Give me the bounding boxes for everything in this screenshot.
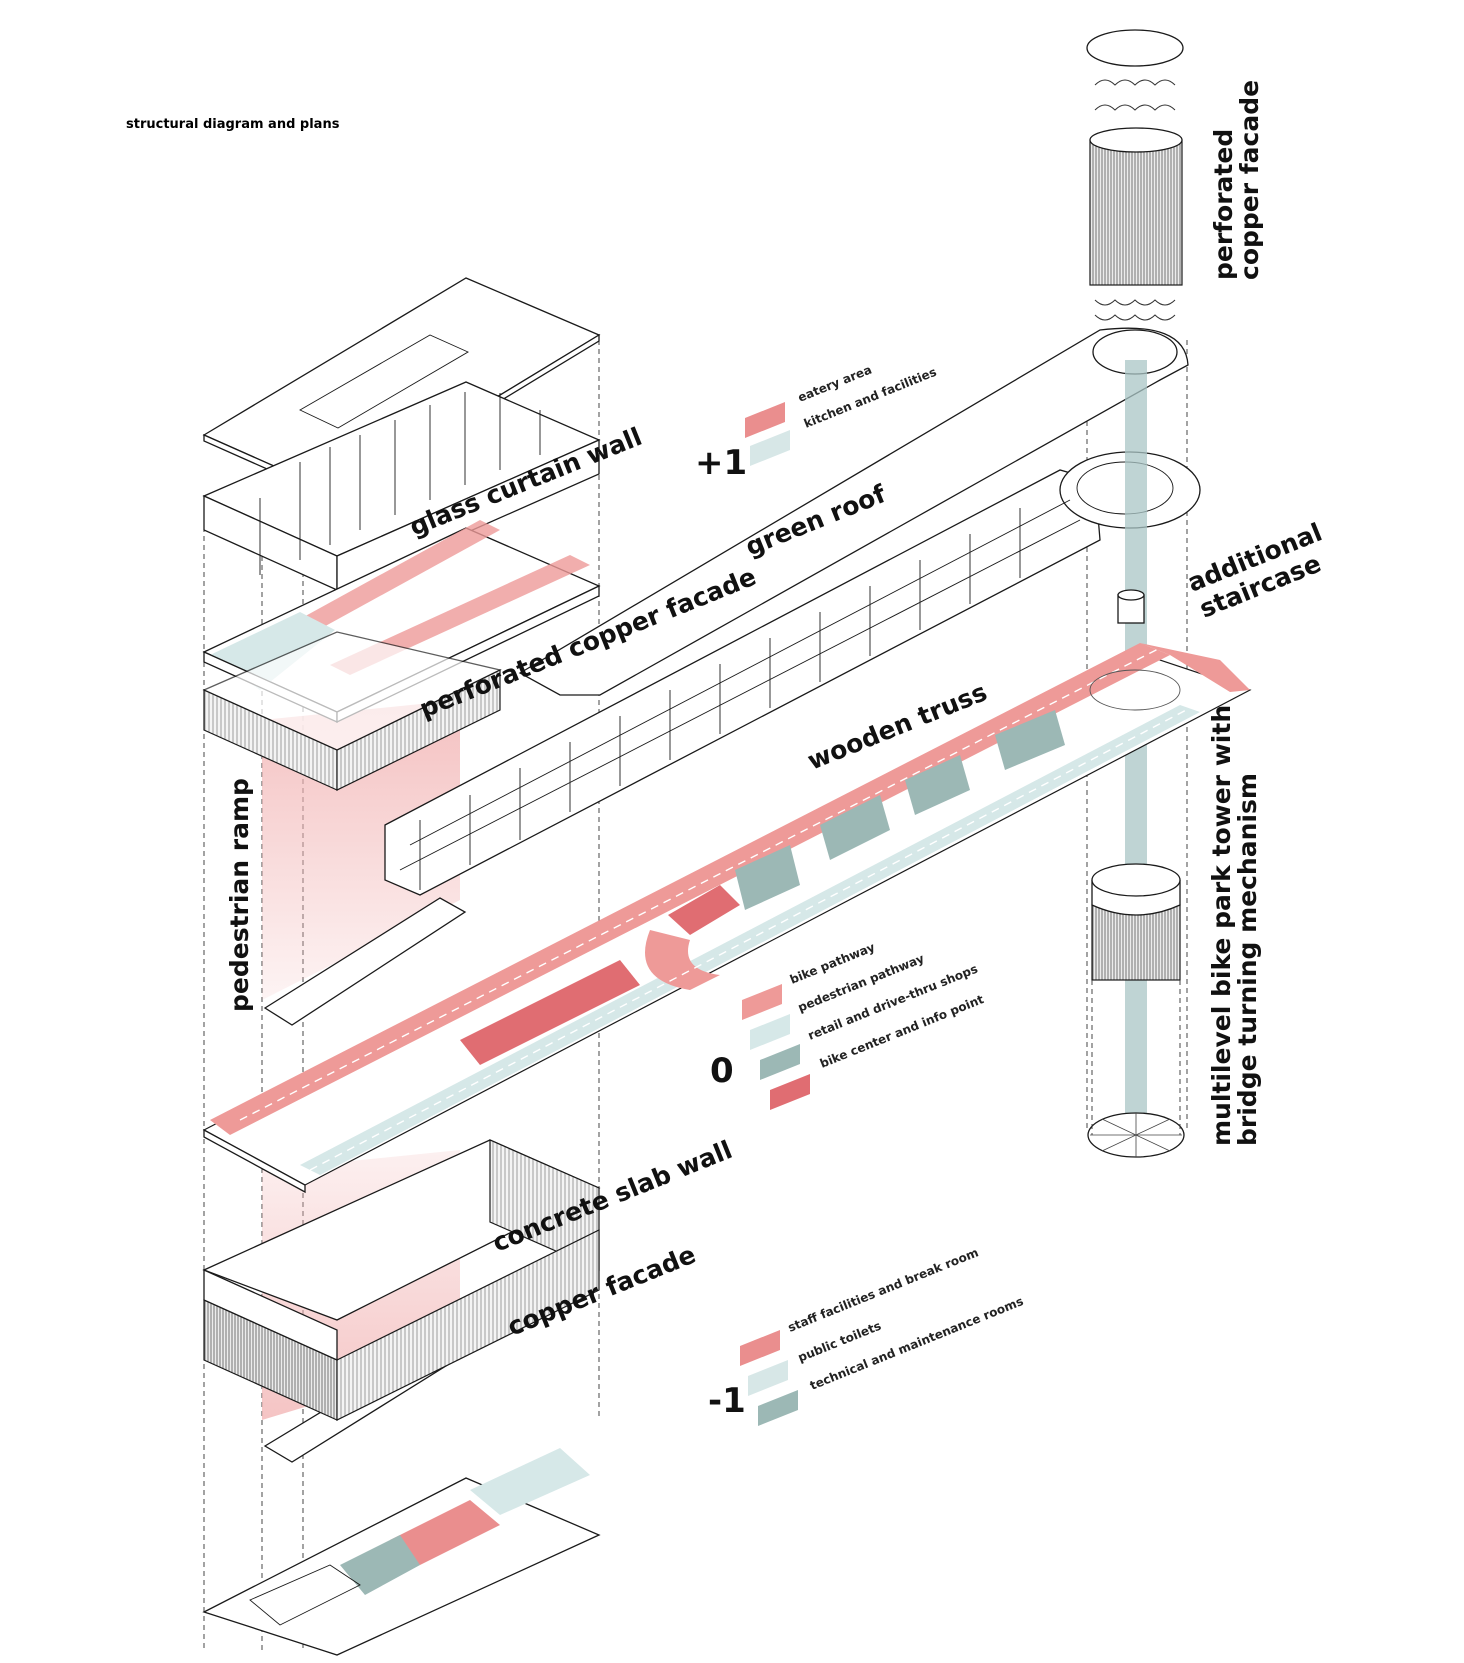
page-title: structural diagram and plans [126,117,340,132]
green-roof [518,327,1189,696]
label-tower-facade-1: perforated [1209,129,1238,280]
wooden-truss [384,451,1201,896]
upper-copper-facade [202,631,502,791]
legend-swatch-retail [760,1044,800,1080]
bike-park-tower [1087,863,1185,1158]
legend-swatch-toilets [748,1360,788,1396]
lower-floor-plan [202,1448,601,1656]
legend-swatch-pedestrian-pathway [750,1014,790,1050]
level-ground: 0 [710,1051,734,1091]
legend-swatch-kitchen [750,430,790,466]
legend-lower: staff facilities and break room public t… [740,1245,1025,1426]
lower-box [202,1139,601,1421]
glass-curtain-wall-box [202,381,601,592]
ground-level-plan [202,643,1252,1194]
label-tower-facade-2: copper facade [1235,80,1264,280]
legend-swatch-technical [758,1390,798,1426]
level-upper: +1 [695,443,747,483]
legend-swatch-eatery [745,402,785,438]
label-bike-tower-1: multilevel bike park tower with [1207,705,1236,1146]
legend-ground: bike pathway pedestrian pathway retail a… [742,940,986,1110]
level-lower: -1 [708,1381,746,1421]
additional-staircase [1117,589,1145,624]
copper-tower-top [1086,29,1184,321]
legend-swatch-staff [740,1330,780,1366]
legend-text-pedestrian-pathway: pedestrian pathway [796,951,926,1015]
label-pedestrian-ramp: pedestrian ramp [225,778,254,1012]
legend-swatch-bike-pathway [742,984,782,1020]
label-bike-tower-2: bridge turning mechanism [1233,773,1262,1146]
legend-swatch-bike-center [770,1074,810,1110]
